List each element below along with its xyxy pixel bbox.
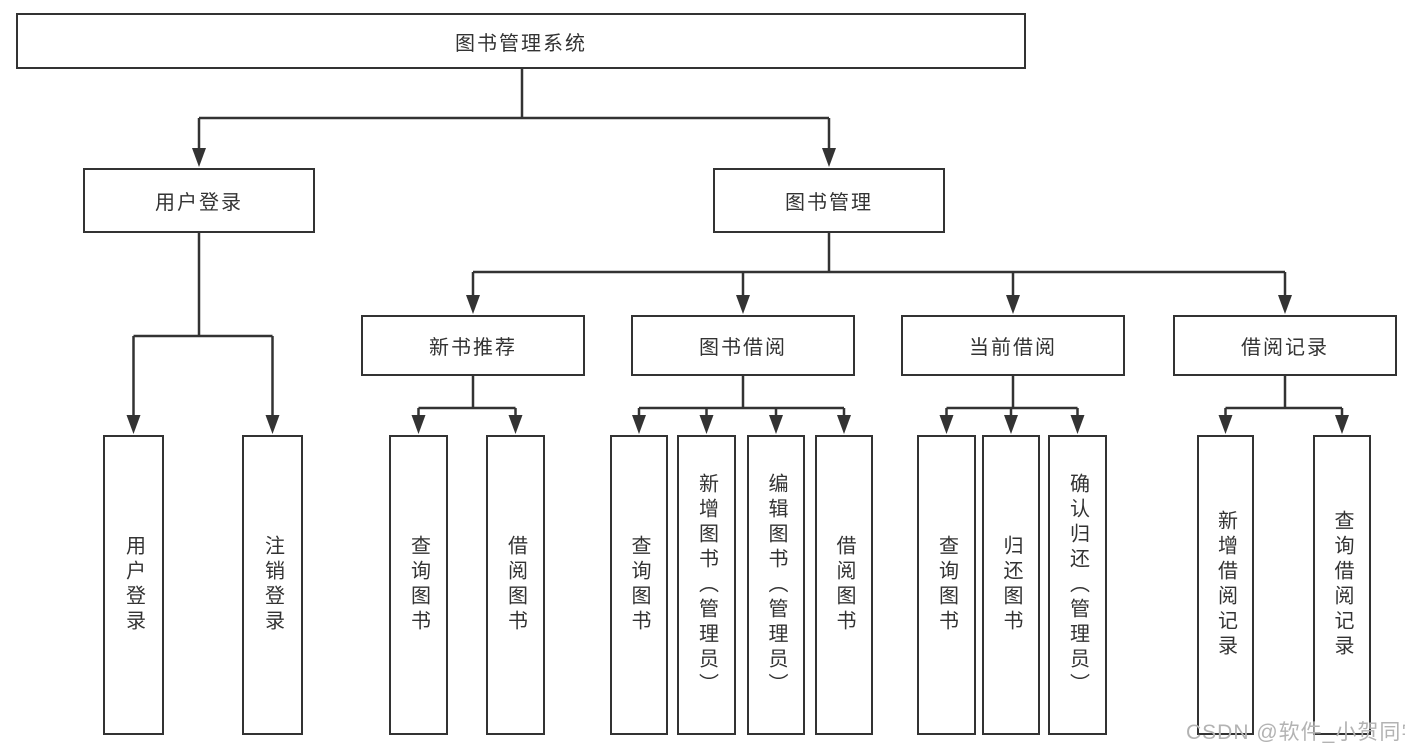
node-new-book-recommend: 新书推荐 [361,315,585,376]
node-borrow-records: 借阅记录 [1173,315,1397,376]
leaf-return-book: 归还图书 [982,435,1040,735]
leaf-query-books-borrow: 查询图书 [610,435,668,735]
leaf-logout: 注销登录 [242,435,303,735]
node-root-library-system: 图书管理系统 [16,13,1026,69]
leaf-borrow-book: 借阅图书 [815,435,873,735]
node-current-borrow: 当前借阅 [901,315,1125,376]
leaf-add-borrow-record: 新增借阅记录 [1197,435,1254,735]
node-book-borrow: 图书借阅 [631,315,855,376]
leaf-add-book-admin: 新增图书（管理员） [677,435,736,735]
leaf-query-borrow-record: 查询借阅记录 [1313,435,1371,735]
leaf-edit-book-admin: 编辑图书（管理员） [747,435,805,735]
leaf-confirm-return-admin: 确认归还（管理员） [1048,435,1107,735]
leaf-query-books-current: 查询图书 [917,435,976,735]
node-user-login: 用户登录 [83,168,315,233]
leaf-user-login: 用户登录 [103,435,164,735]
node-book-management: 图书管理 [713,168,945,233]
leaf-query-books-recommend: 查询图书 [389,435,448,735]
csdn-watermark: CSDN @软件_小贺同学 [1186,721,1405,744]
leaf-borrow-books-recommend: 借阅图书 [486,435,545,735]
